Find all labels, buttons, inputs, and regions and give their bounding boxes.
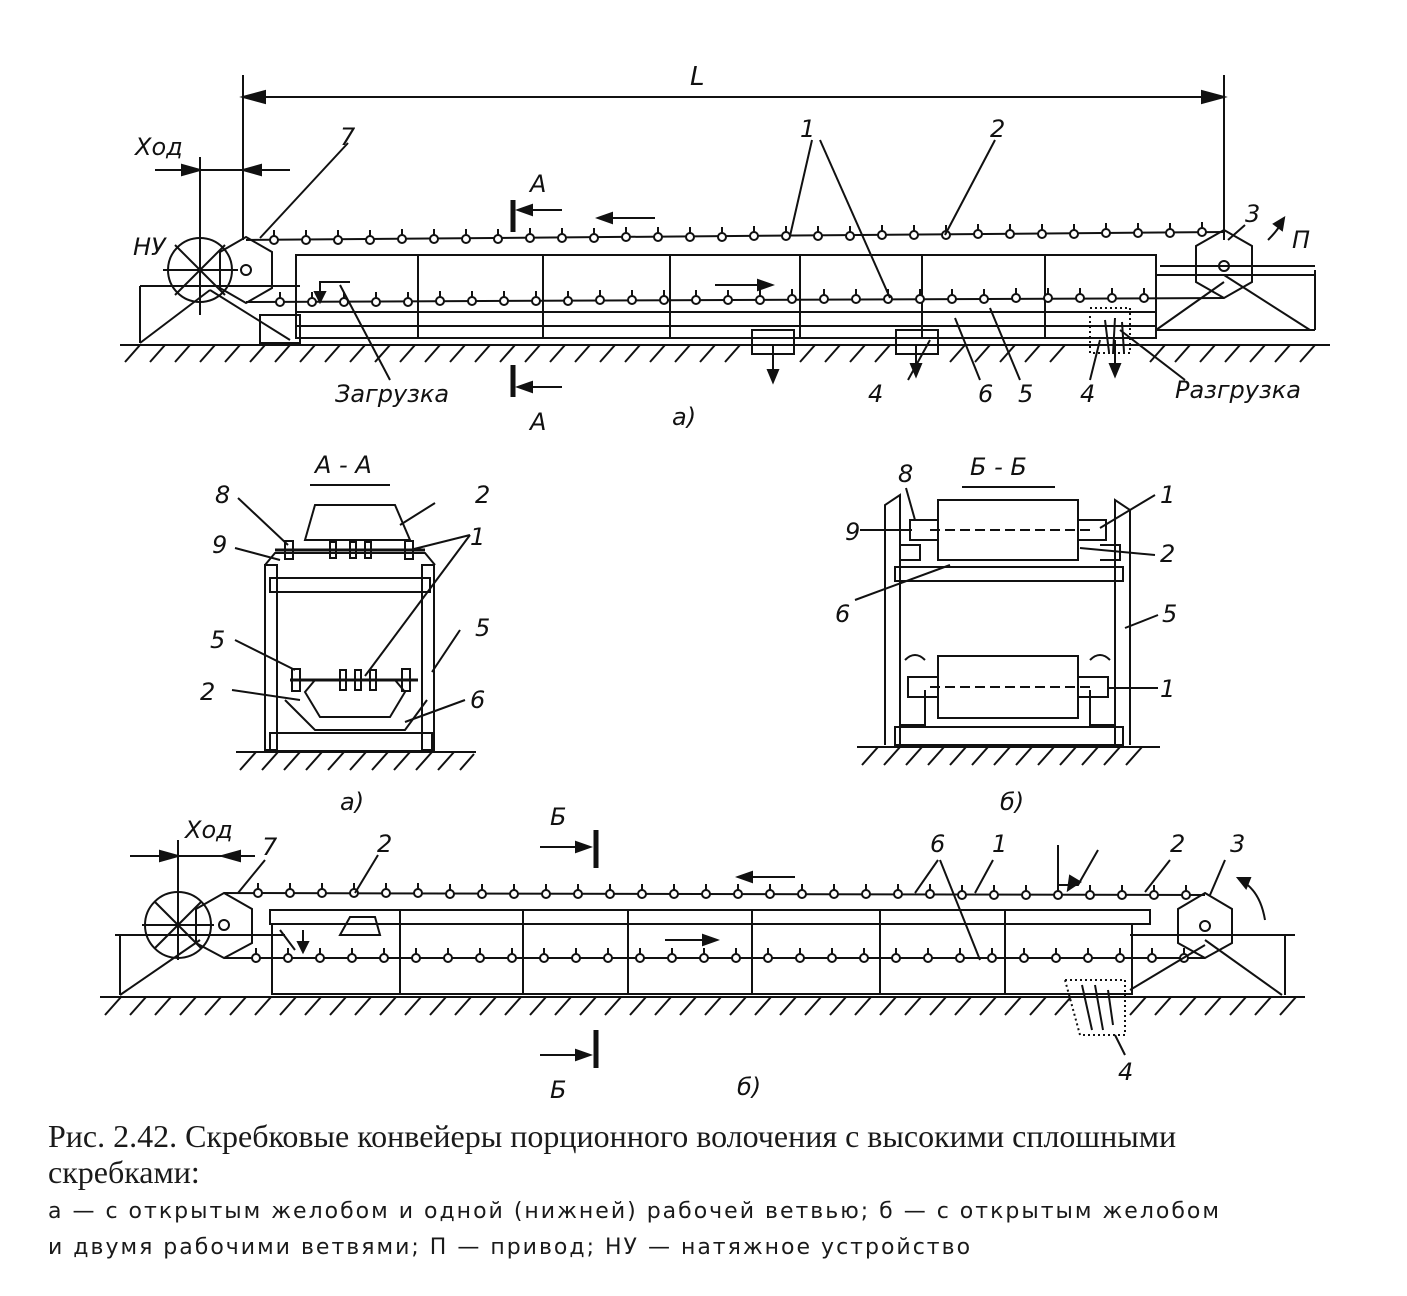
dimension-l: L: [239, 62, 1228, 240]
tail-frame-a: [139, 285, 301, 344]
part-6-label: 6: [978, 380, 993, 408]
bb-part-1-top: 1: [1160, 481, 1175, 509]
tensioner-sprocket-a: [163, 233, 273, 307]
loading-label: Загрузка: [335, 380, 449, 408]
head-frame-a: [1155, 270, 1316, 331]
stroke-label: Ход: [133, 133, 183, 161]
b-part-3: 3: [1230, 830, 1245, 858]
caption-description-line-1: а — с открытым желобом и одной (нижней) …: [48, 1199, 1221, 1224]
section-aa: А - А: [200, 451, 490, 816]
section-bb: Б - Б 8 9 1 2 6 5: [835, 453, 1177, 816]
part-7-label: 7: [340, 123, 356, 151]
section-a-markers: А А: [510, 170, 562, 436]
unloading-label: Разгрузка: [1175, 376, 1301, 404]
figure-caption: Рис. 2.42. Скребковые конвейеры порционн…: [48, 1118, 1378, 1262]
section-b-top-label: Б: [550, 803, 566, 831]
aa-part-2-bottom: 2: [200, 678, 215, 706]
b-part-2b: 2: [1170, 830, 1185, 858]
section-bb-title: Б - Б: [970, 453, 1027, 481]
stroke-dimension: Ход: [133, 133, 290, 315]
direction-arrows-a: [313, 211, 775, 305]
bb-part-6: 6: [835, 600, 850, 628]
b-part-4: 4: [1118, 1058, 1133, 1086]
upper-chain-a: [245, 222, 1225, 245]
bb-part-5: 5: [1162, 600, 1177, 628]
part-3-label: 3: [1245, 200, 1260, 228]
caption-title-line-2: скребками:: [48, 1154, 200, 1190]
caption-description-line-2: и двумя рабочими ветвями; П — привод; НУ…: [48, 1235, 973, 1260]
aa-part-2-top: 2: [475, 481, 490, 509]
part-1-label: 1: [800, 115, 815, 143]
aa-part-1: 1: [470, 523, 485, 551]
aa-subfigure-label: а): [340, 788, 364, 816]
part-5-label: 5: [1018, 380, 1033, 408]
bb-part-9: 9: [845, 518, 860, 546]
section-aa-title: А - А: [313, 451, 372, 479]
b-part-2a: 2: [377, 830, 392, 858]
bb-part-2: 2: [1160, 540, 1175, 568]
part-4a-label: 4: [868, 380, 883, 408]
aa-part-8: 8: [215, 481, 230, 509]
subfigure-a-label: а): [672, 403, 696, 431]
ground-a: [120, 344, 1330, 363]
b-part-7: 7: [262, 833, 278, 861]
aa-part-5-left: 5: [210, 626, 225, 654]
section-b-bottom-label: Б: [550, 1076, 566, 1100]
section-a-bottom-label: А: [528, 408, 546, 436]
caption-title-line-1: Рис. 2.42. Скребковые конвейеры порционн…: [48, 1118, 1177, 1154]
conveyor-figure: L Ход НУ: [100, 62, 1330, 1100]
part-2-label: 2: [990, 115, 1005, 143]
lower-chain-a: [245, 288, 1225, 307]
bb-part-8: 8: [898, 460, 913, 488]
stroke-label-b: Ход: [183, 816, 233, 844]
tensioner-label: НУ: [133, 233, 167, 261]
outlets-a: [751, 307, 1131, 385]
diagram-a: L Ход НУ: [120, 62, 1330, 436]
b-part-1: 1: [992, 830, 1007, 858]
trough-a: [295, 254, 1157, 339]
aa-part-6: 6: [470, 686, 485, 714]
drive-sprocket-a: П: [1160, 216, 1315, 300]
subfigure-b-label: б): [737, 1073, 761, 1100]
b-part-6: 6: [930, 830, 945, 858]
drive-label: П: [1292, 226, 1310, 254]
bb-subfigure-label: б): [1000, 788, 1024, 816]
length-label: L: [690, 62, 707, 92]
diagram-b: Ход: [100, 803, 1305, 1100]
aa-part-9: 9: [212, 531, 227, 559]
aa-part-5-right: 5: [475, 614, 490, 642]
leaders-a: [259, 139, 1246, 381]
section-a-top-label: А: [528, 170, 546, 198]
bb-part-1-bottom: 1: [1160, 675, 1175, 703]
part-4b-label: 4: [1080, 380, 1095, 408]
